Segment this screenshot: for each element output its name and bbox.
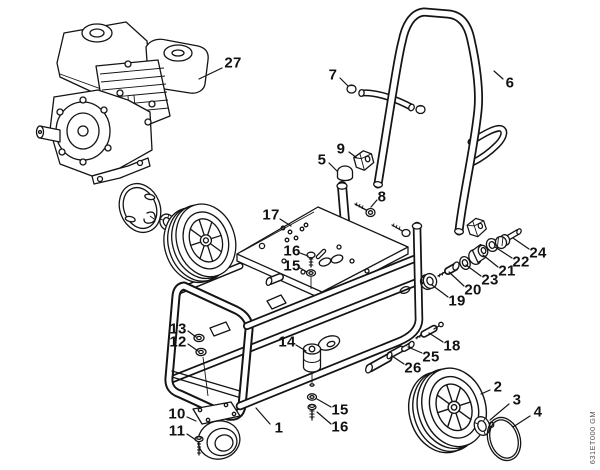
bolt-8 bbox=[354, 202, 376, 218]
clamp-9 bbox=[353, 150, 375, 171]
callout-13: 13 bbox=[169, 320, 187, 338]
plate-screw-16 bbox=[306, 251, 316, 268]
nut-12 bbox=[195, 347, 209, 397]
buffer-14 bbox=[302, 335, 341, 387]
washer-19 bbox=[419, 272, 438, 291]
callout-15: 15 bbox=[331, 401, 349, 419]
callout-23: 23 bbox=[481, 271, 499, 289]
callout-10: 10 bbox=[168, 405, 186, 423]
callout-1: 1 bbox=[274, 419, 284, 437]
callout-15: 15 bbox=[283, 257, 301, 275]
frame-rear-left-post bbox=[336, 181, 350, 227]
watermark-code: 631ET000 GM bbox=[588, 410, 597, 464]
caster-10 bbox=[192, 401, 241, 460]
leader-lines bbox=[186, 67, 531, 441]
callout-5: 5 bbox=[317, 151, 327, 169]
wheel-left bbox=[163, 203, 237, 284]
callout-4: 4 bbox=[533, 403, 543, 421]
callout-16: 16 bbox=[283, 242, 301, 260]
nut-13 bbox=[193, 333, 205, 343]
callout-22: 22 bbox=[512, 253, 530, 271]
pin-26 bbox=[386, 345, 405, 360]
handle-side-loop bbox=[467, 124, 508, 167]
bolt-24 bbox=[494, 228, 522, 250]
bottom-screw-16 bbox=[307, 403, 317, 421]
spacer-20 bbox=[437, 261, 460, 278]
callout-26: 26 bbox=[404, 359, 422, 377]
callout-17: 17 bbox=[262, 206, 280, 224]
gasket-plate bbox=[118, 182, 162, 234]
callout-19: 19 bbox=[448, 292, 466, 310]
callout-8: 8 bbox=[377, 188, 387, 206]
handle-6 bbox=[372, 7, 483, 236]
post-cap bbox=[336, 165, 354, 182]
callout-12: 12 bbox=[169, 333, 187, 351]
callout-20: 20 bbox=[464, 281, 482, 299]
engine-illustration bbox=[35, 21, 209, 185]
callout-16: 16 bbox=[331, 418, 349, 436]
callout-18: 18 bbox=[443, 337, 461, 355]
callout-27: 27 bbox=[224, 54, 242, 72]
callout-6: 6 bbox=[505, 74, 515, 92]
callout-9: 9 bbox=[336, 140, 346, 158]
o-ring-4 bbox=[486, 416, 522, 462]
wheel-right bbox=[408, 367, 488, 454]
callout-2: 2 bbox=[493, 378, 503, 396]
callout-21: 21 bbox=[498, 262, 516, 280]
callout-25: 25 bbox=[422, 348, 440, 366]
callout-3: 3 bbox=[512, 391, 522, 409]
callout-7: 7 bbox=[328, 66, 338, 84]
fitting-18 bbox=[415, 321, 444, 340]
callout-24: 24 bbox=[529, 244, 547, 262]
bolt-8b bbox=[391, 223, 411, 238]
callout-11: 11 bbox=[168, 422, 186, 440]
hub-nut-21 bbox=[468, 243, 489, 265]
clamp-9b bbox=[466, 217, 487, 238]
retainer-clip bbox=[143, 211, 156, 224]
plate-nut-15 bbox=[305, 269, 317, 289]
bottom-nut-15 bbox=[306, 393, 318, 401]
callout-14: 14 bbox=[278, 333, 296, 351]
